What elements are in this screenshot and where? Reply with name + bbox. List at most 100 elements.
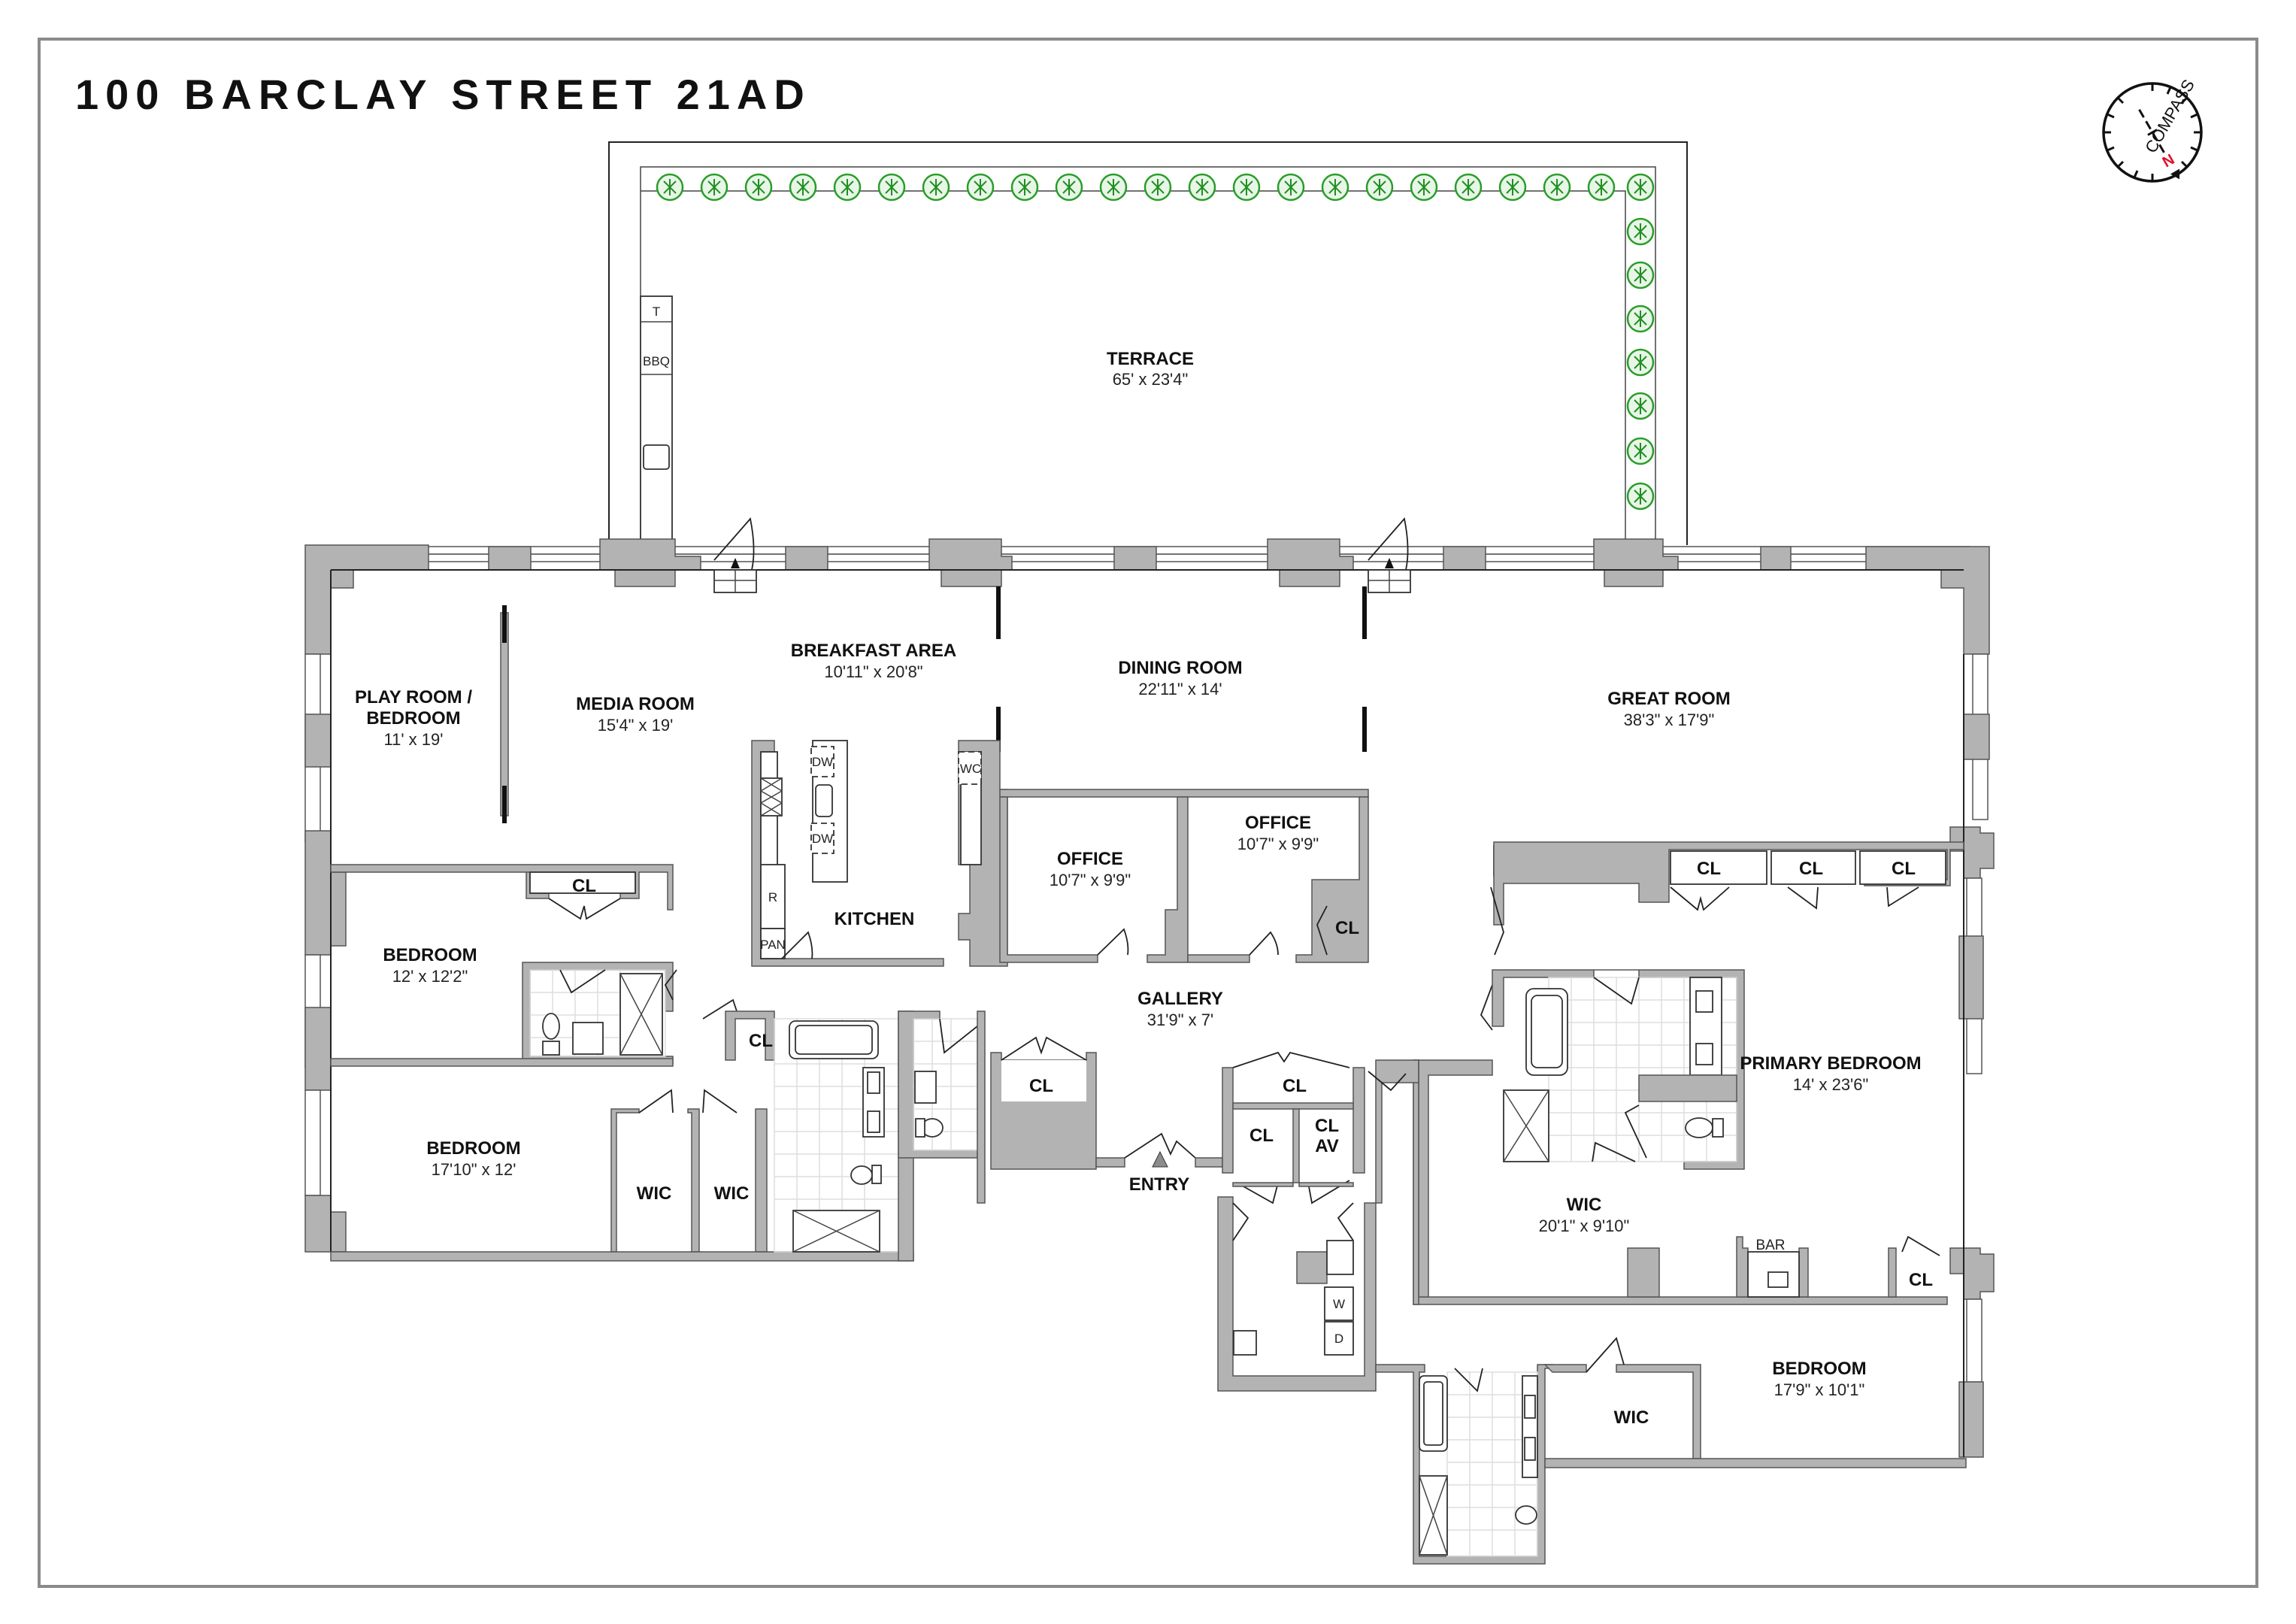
pantry-label: PAN: [760, 938, 786, 952]
media-room-name: MEDIA ROOM: [576, 694, 695, 714]
plant-icon: [1410, 173, 1438, 201]
breakfast-area-dims: 10'11" x 20'8": [824, 662, 922, 681]
office-2-closet-label: CL: [1335, 918, 1359, 938]
dining-partitions[interactable]: [996, 586, 1367, 752]
great-room-closets: BAR CL CL CL GREAT ROOM 38'3" x 17'9": [1493, 689, 1964, 926]
bath-3-toilet: [1515, 1505, 1537, 1525]
page-title: 100 BARCLAY STREET 21AD: [75, 71, 811, 118]
primary-wic-dims: 20'1" x 9'10": [1539, 1216, 1630, 1235]
cl-av-line1: CL: [1315, 1116, 1339, 1136]
terrace-sink: [643, 444, 670, 470]
wic-label-1: WIC: [637, 1183, 672, 1204]
wine-cooler: [958, 751, 982, 785]
terrace: T BBQ TERRACE 65' x 23'4": [608, 141, 1688, 545]
play-room-dims: 11' x 19': [384, 730, 444, 749]
plant-icon: [1626, 437, 1655, 465]
terrace-dims: 65' x 23'4": [1113, 370, 1189, 389]
terrace-door-left[interactable]: [713, 517, 757, 593]
dryer-label: D: [1334, 1332, 1343, 1346]
washer-label: W: [1333, 1297, 1345, 1311]
plant-icon: [1626, 304, 1655, 333]
terrace-name: TERRACE: [1107, 349, 1194, 369]
dishwasher-2: [810, 823, 834, 854]
washer: [1324, 1286, 1354, 1321]
primary-suite: BAR CL PRIMARY BEDROOM 14' x 23'6" WIC 2…: [1368, 886, 1948, 1305]
utility-sink: [1233, 1330, 1257, 1356]
gallery-dims: 31'9" x 7': [1147, 1010, 1213, 1029]
bath-1-toilet: [542, 1013, 560, 1040]
kitchen: R PAN DW DW WC KITCHEN: [751, 740, 1008, 967]
bottom-bedroom-suite: WIC BEDROOM 17'9" x 10'1": [1375, 1337, 1967, 1565]
dining-room-name: DINING ROOM: [1118, 658, 1242, 678]
page-frame: [38, 38, 2258, 1588]
compass: N COMPASS: [2102, 76, 2203, 183]
center-closet-left-label: CL: [1249, 1126, 1274, 1146]
gallery-closet-left: CL: [990, 1036, 1125, 1170]
planters-right: [1626, 217, 1655, 511]
hall-closet-label: CL: [749, 1031, 773, 1051]
primary-bedroom-name: PRIMARY BEDROOM: [1740, 1053, 1921, 1074]
terrace-t-label: T: [653, 304, 660, 319]
dishwasher-1-label: DW: [812, 755, 833, 769]
office-1-dims: 10'7" x 9'9": [1050, 871, 1131, 889]
bedroom-2-name: BEDROOM: [426, 1138, 520, 1159]
center-closet-top-label: CL: [1283, 1076, 1307, 1096]
plant-icon: [1277, 173, 1305, 201]
bedroom-3-dims: 17'9" x 10'1": [1774, 1380, 1865, 1399]
refrigerator-label: R: [768, 890, 777, 904]
bar-label-2: BAR: [1755, 1238, 1785, 1253]
terrace-bbq-label: BBQ: [643, 354, 670, 368]
closet-label-2: CL: [1799, 859, 1823, 879]
plant-icon: [1626, 261, 1655, 289]
plant-icon: [1321, 173, 1349, 201]
wine-cooler-label: WC: [960, 762, 981, 776]
bedroom-1-name: BEDROOM: [383, 945, 477, 965]
plant-icon: [1626, 217, 1655, 246]
primary-wic-name: WIC: [1567, 1195, 1602, 1215]
plant-icon: [1543, 173, 1571, 201]
gallery-name: GALLERY: [1137, 989, 1223, 1009]
closet-label-3: CL: [1892, 859, 1916, 879]
north-arrow-icon: [2170, 168, 2180, 180]
breakfast-area-name: BREAKFAST AREA: [791, 641, 956, 661]
plant-icon: [1626, 348, 1655, 377]
bedroom-3-wic-label: WIC: [1614, 1407, 1649, 1428]
plant-icon: [1587, 173, 1616, 201]
plant-icon: [1010, 173, 1039, 201]
plant-icon: [1055, 173, 1083, 201]
bedroom-3-name: BEDROOM: [1772, 1359, 1866, 1379]
entry[interactable]: ENTRY: [1124, 1132, 1223, 1195]
office-1-name: OFFICE: [1057, 849, 1123, 869]
entry-name: ENTRY: [1129, 1174, 1189, 1195]
arrow-up-icon: [1385, 558, 1394, 568]
terrace-door-right[interactable]: [1368, 517, 1411, 593]
plant-icon: [1099, 173, 1128, 201]
entry-marker-icon: [1152, 1150, 1168, 1168]
terrace-counter: [640, 295, 673, 545]
dishwasher-2-label: DW: [812, 832, 833, 846]
exterior-wall-west: [304, 570, 347, 1253]
refrigerator: [760, 864, 786, 929]
powder-room: [898, 1010, 986, 1204]
great-room-dims: 38'3" x 17'9": [1624, 710, 1715, 729]
dining-room-dims: 22'11" x 14': [1138, 680, 1222, 698]
kitchen-name: KITCHEN: [834, 909, 915, 929]
plant-icon: [744, 173, 773, 201]
sliding-partition[interactable]: [500, 605, 509, 823]
plant-icon: [1454, 173, 1483, 201]
plant-icon: [1188, 173, 1216, 201]
planters-top: [656, 173, 1655, 201]
plant-icon: [833, 173, 862, 201]
bedroom-1-closet-label: CL: [572, 876, 596, 896]
office-2-dims: 10'7" x 9'9": [1237, 835, 1319, 853]
dryer: [1324, 1321, 1354, 1356]
primary-bedroom-dims: 14' x 23'6": [1793, 1075, 1869, 1094]
cl-av-line2: AV: [1315, 1136, 1339, 1156]
office-2-name: OFFICE: [1245, 813, 1311, 833]
exterior-wall-north: [304, 538, 1990, 655]
hall-bath-toilet: [850, 1165, 873, 1185]
plant-icon: [656, 173, 684, 201]
bath-1-vanity: [572, 1022, 604, 1055]
dishwasher-1: [810, 746, 834, 777]
